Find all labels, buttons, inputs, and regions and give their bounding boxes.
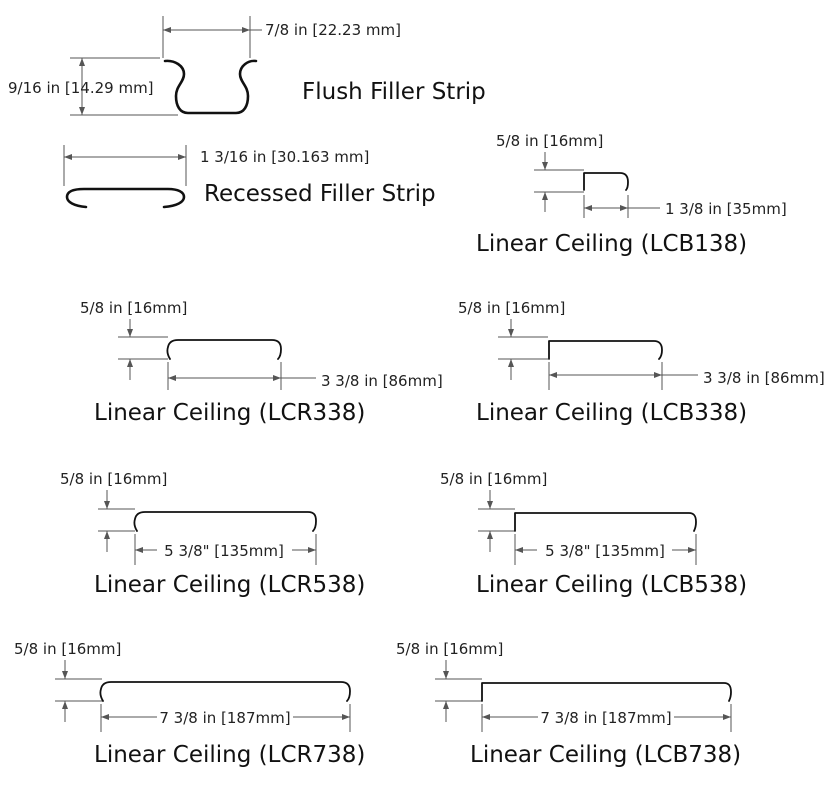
- arrowhead: [443, 671, 449, 679]
- lcr738-linear-ceiling: 5/8 in [16mm] 7 3/8 in [187mm] Linear Ce…: [14, 640, 365, 768]
- lcb338-profile: [548, 340, 663, 360]
- arrowhead: [487, 501, 493, 509]
- arrowhead: [308, 547, 316, 553]
- arrowhead: [127, 329, 133, 337]
- arrowhead: [482, 714, 490, 720]
- arrowhead: [62, 671, 68, 679]
- lcb738-profile: [481, 682, 732, 702]
- arrowhead: [584, 205, 592, 211]
- lcr538-linear-ceiling: 5/8 in [16mm] 5 3/8" [135mm] Linear Ceil…: [60, 470, 365, 598]
- lcr538-height-label: 5/8 in [16mm]: [60, 470, 167, 488]
- lcb538-profile: [514, 512, 697, 532]
- recessed-filler-profile: [65, 187, 186, 209]
- arrowhead: [508, 359, 514, 367]
- arrowhead: [168, 375, 176, 381]
- arrowhead: [515, 547, 523, 553]
- recessed-filler-strip: 1 3/16 in [30.163 mm] Recessed Filler St…: [63, 145, 436, 209]
- lcr538-profile: [133, 511, 317, 532]
- lcb138-width-label: 1 3/8 in [35mm]: [665, 200, 787, 218]
- lcb538-width-label: 5 3/8" [135mm]: [545, 542, 665, 560]
- flush-filler-title: Flush Filler Strip: [302, 79, 486, 105]
- arrowhead: [542, 192, 548, 200]
- lcr738-title: Linear Ceiling (LCR738): [94, 742, 365, 768]
- arrowhead: [620, 205, 628, 211]
- arrowhead: [79, 58, 85, 66]
- lcb338-title: Linear Ceiling (LCB338): [476, 400, 747, 426]
- arrowhead: [443, 701, 449, 709]
- arrowhead: [542, 162, 548, 170]
- lcb738-title: Linear Ceiling (LCB738): [470, 742, 741, 768]
- arrowhead: [723, 714, 731, 720]
- arrowhead: [101, 714, 109, 720]
- lcb538-linear-ceiling: 5/8 in [16mm] 5 3/8" [135mm] Linear Ceil…: [440, 470, 747, 598]
- arrowhead: [242, 27, 250, 33]
- arrowhead: [654, 372, 662, 378]
- arrowhead: [104, 531, 110, 539]
- lcb138-linear-ceiling: 5/8 in [16mm] 1 3/8 in [35mm] Linear Cei…: [476, 132, 787, 257]
- flush-filler-profile: [163, 59, 258, 115]
- lcr738-width-label: 7 3/8 in [187mm]: [159, 709, 290, 727]
- arrowhead: [163, 27, 171, 33]
- lcr738-height-label: 5/8 in [16mm]: [14, 640, 121, 658]
- lcr338-width-label: 3 3/8 in [86mm]: [321, 372, 443, 390]
- arrowhead: [104, 501, 110, 509]
- lcb538-title: Linear Ceiling (LCB538): [476, 572, 747, 598]
- lcb738-width-label: 7 3/8 in [187mm]: [540, 709, 671, 727]
- recessed-width-label: 1 3/16 in [30.163 mm]: [200, 148, 369, 166]
- lcr338-title: Linear Ceiling (LCR338): [94, 400, 365, 426]
- arrowhead: [549, 372, 557, 378]
- lcb738-linear-ceiling: 5/8 in [16mm] 7 3/8 in [187mm] Linear Ce…: [396, 640, 741, 768]
- lcr538-title: Linear Ceiling (LCR538): [94, 572, 365, 598]
- flush-width-label: 7/8 in [22.23 mm]: [265, 21, 401, 39]
- lcr338-profile: [166, 339, 282, 360]
- arrowhead: [508, 329, 514, 337]
- recessed-filler-title: Recessed Filler Strip: [204, 181, 436, 207]
- lcr338-linear-ceiling: 5/8 in [16mm] 3 3/8 in [86mm] Linear Cei…: [80, 299, 443, 426]
- lcr338-height-label: 5/8 in [16mm]: [80, 299, 187, 317]
- lcb538-height-label: 5/8 in [16mm]: [440, 470, 547, 488]
- arrowhead: [688, 547, 696, 553]
- arrowhead: [64, 154, 72, 160]
- lcb338-width-label: 3 3/8 in [86mm]: [703, 369, 825, 387]
- arrowhead: [178, 154, 186, 160]
- lcr738-profile: [99, 681, 351, 702]
- arrowhead: [487, 531, 493, 539]
- flush-height-label: 9/16 in [14.29 mm]: [8, 79, 154, 97]
- lcb138-title: Linear Ceiling (LCB138): [476, 231, 747, 257]
- arrowhead: [79, 107, 85, 115]
- lcb138-height-label: 5/8 in [16mm]: [496, 132, 603, 150]
- arrowhead: [62, 701, 68, 709]
- arrowhead: [135, 547, 143, 553]
- arrowhead: [127, 359, 133, 367]
- lcb338-linear-ceiling: 5/8 in [16mm] 3 3/8 in [86mm] Linear Cei…: [458, 299, 825, 426]
- arrowhead: [273, 375, 281, 381]
- arrowhead: [342, 714, 350, 720]
- flush-filler-strip: 7/8 in [22.23 mm] 9/16 in [14.29 mm] Flu…: [8, 16, 486, 116]
- lcb138-profile: [583, 172, 629, 191]
- lcr538-width-label: 5 3/8" [135mm]: [164, 542, 284, 560]
- lcb338-height-label: 5/8 in [16mm]: [458, 299, 565, 317]
- lcb738-height-label: 5/8 in [16mm]: [396, 640, 503, 658]
